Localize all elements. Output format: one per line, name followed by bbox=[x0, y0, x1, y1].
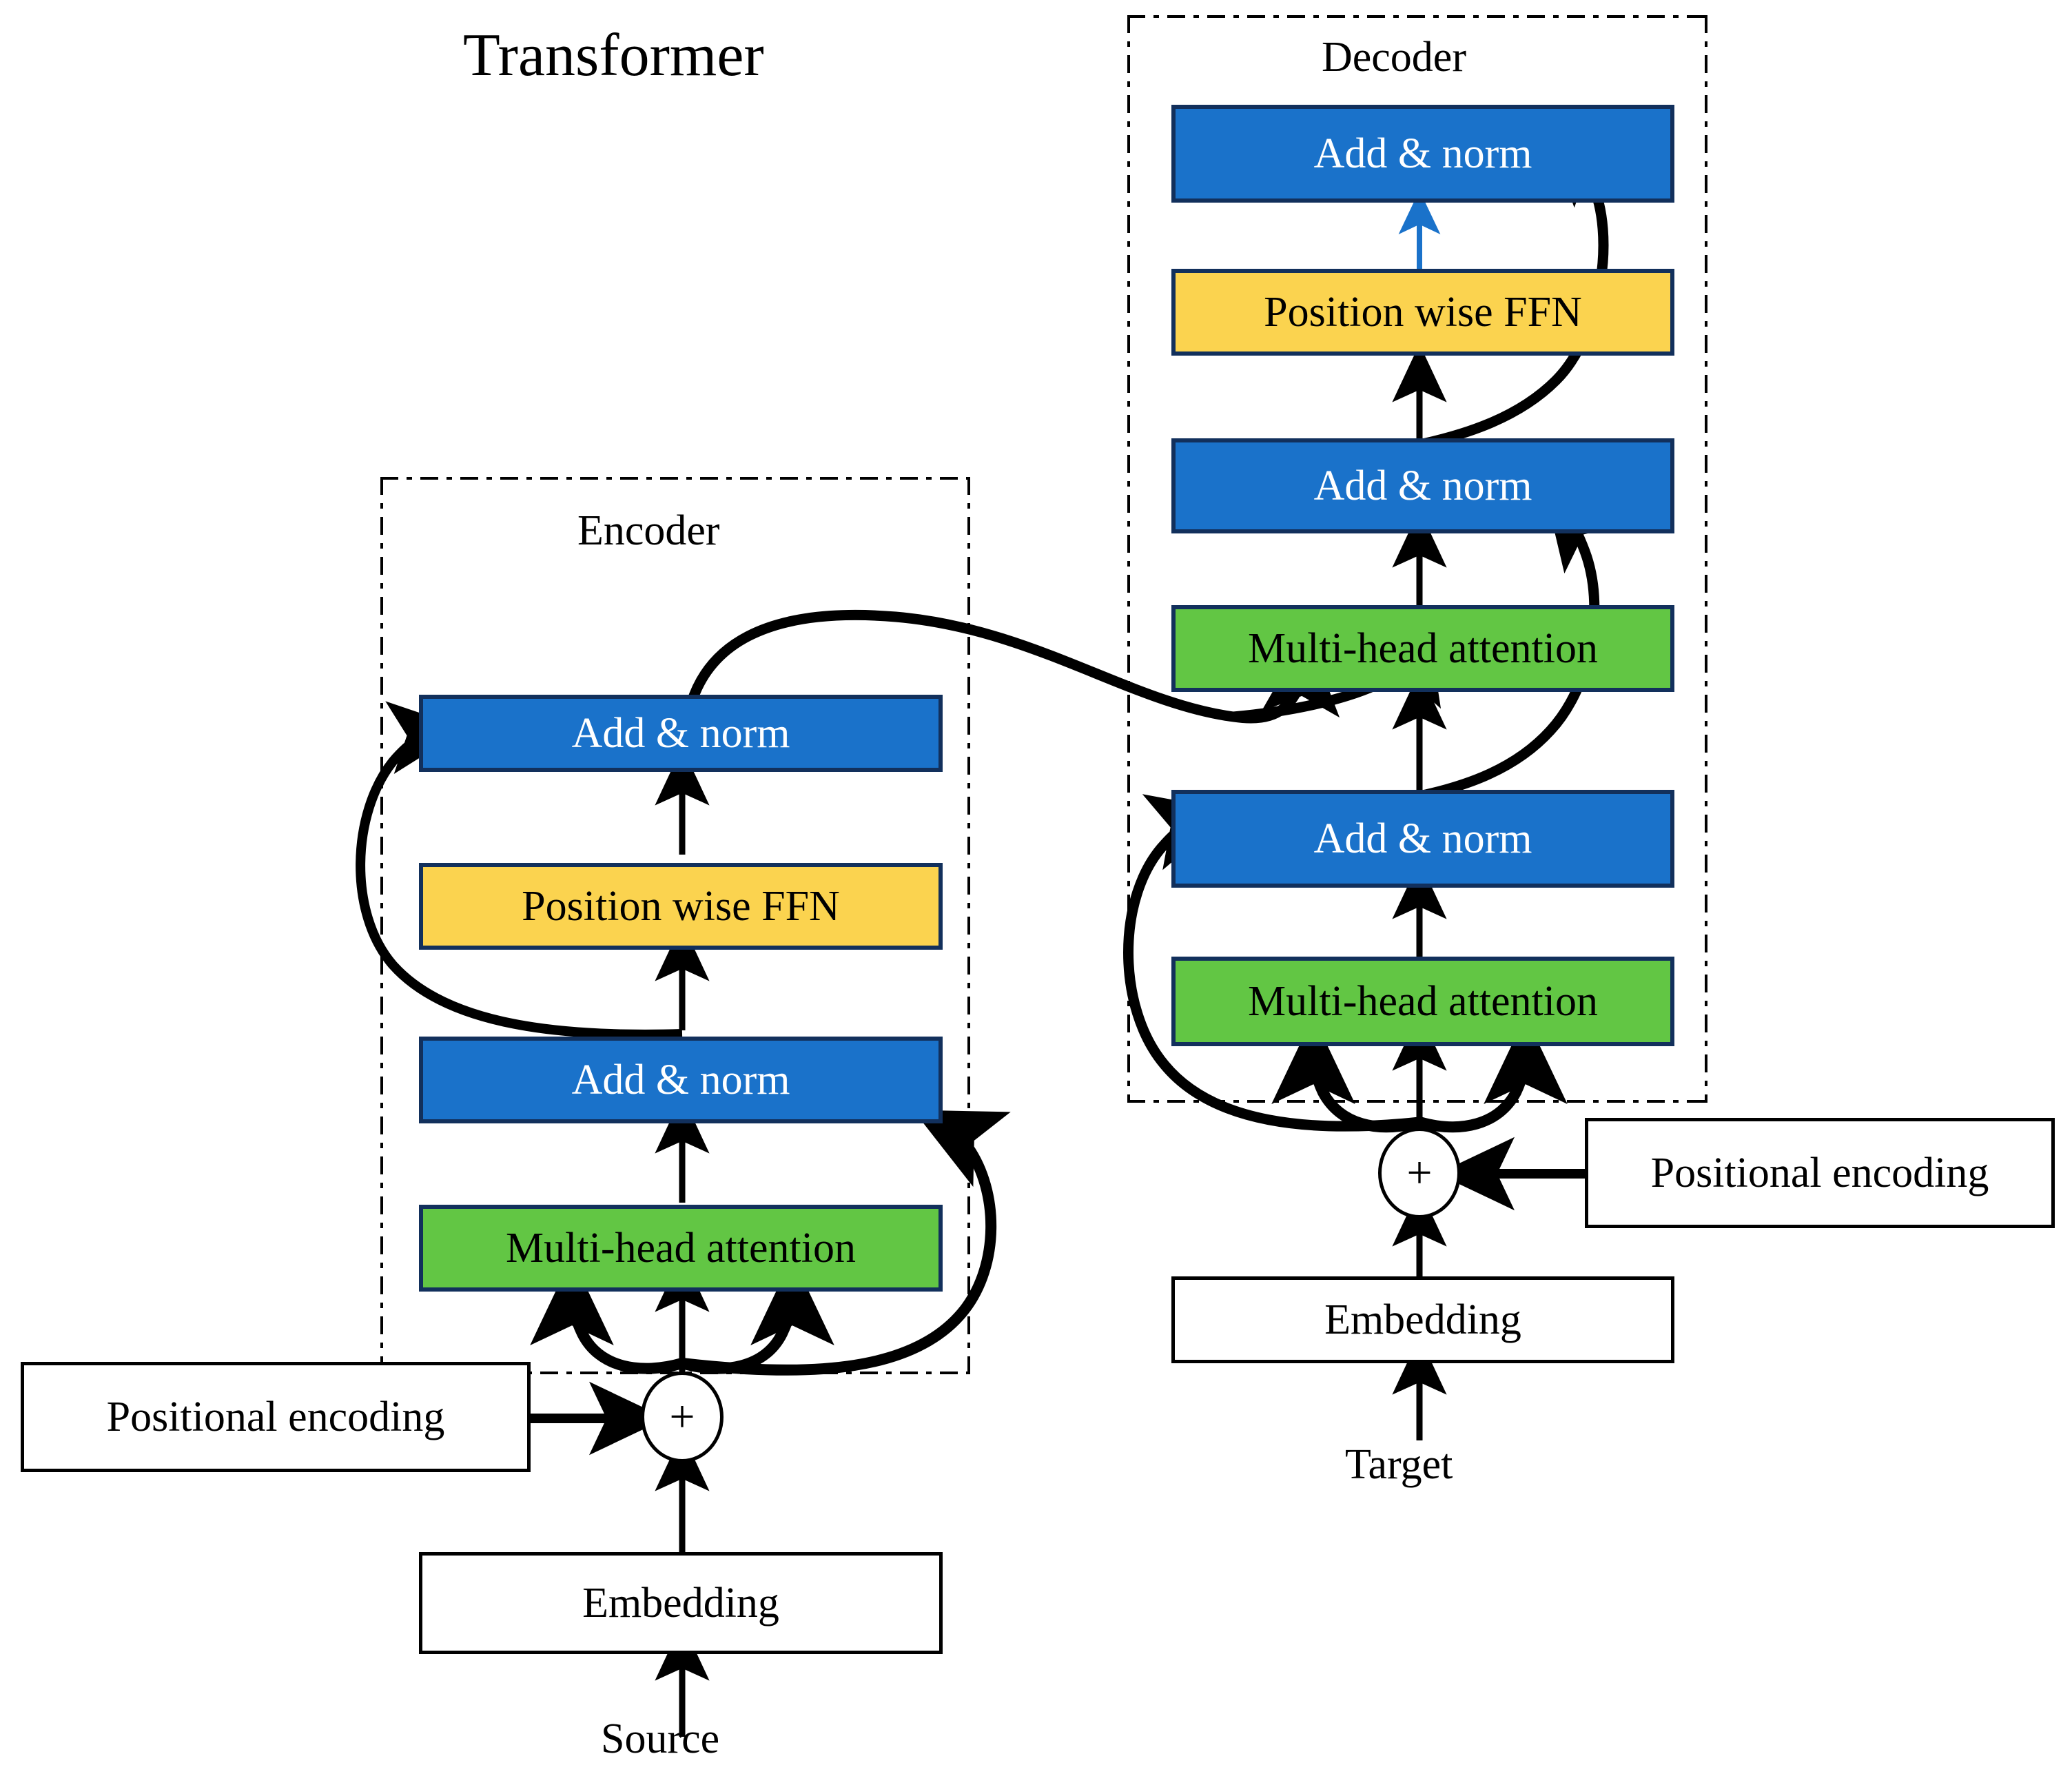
encoder-sum-symbol: + bbox=[669, 1391, 695, 1442]
encoder-position-wise-ffn[interactable]: Position wise FFN bbox=[419, 863, 943, 950]
decoder-multi-head-attention-self[interactable]: Multi-head attention bbox=[1171, 957, 1674, 1046]
encoder-add-norm-top-label: Add & norm bbox=[571, 710, 790, 757]
encoder-add-norm-top[interactable]: Add & norm bbox=[419, 695, 943, 772]
decoder-sum-node[interactable]: + bbox=[1378, 1128, 1461, 1219]
encoder-mha-label: Multi-head attention bbox=[506, 1225, 856, 1272]
decoder-mha-cross-label: Multi-head attention bbox=[1248, 625, 1598, 672]
page-title: Transformer bbox=[463, 22, 764, 89]
encoder-group-label: Encoder bbox=[577, 507, 720, 554]
decoder-add-norm-bottom-label: Add & norm bbox=[1313, 815, 1532, 862]
encoder-positional-encoding-label: Positional encoding bbox=[106, 1394, 445, 1440]
decoder-sum-symbol: + bbox=[1406, 1148, 1433, 1198]
encoder-embedding-label: Embedding bbox=[582, 1580, 779, 1627]
decoder-ffn-label: Position wise FFN bbox=[1264, 289, 1582, 336]
decoder-add-norm-top[interactable]: Add & norm bbox=[1171, 105, 1674, 203]
encoder-add-norm-bottom-label: Add & norm bbox=[571, 1057, 790, 1103]
encoder-input-label: Source bbox=[601, 1715, 720, 1762]
encoder-positional-encoding[interactable]: Positional encoding bbox=[21, 1362, 531, 1472]
decoder-mha-self-label: Multi-head attention bbox=[1248, 978, 1598, 1025]
decoder-embedding-label: Embedding bbox=[1324, 1296, 1521, 1343]
decoder-embedding[interactable]: Embedding bbox=[1171, 1276, 1674, 1363]
encoder-add-norm-bottom[interactable]: Add & norm bbox=[419, 1037, 943, 1123]
decoder-add-norm-bottom[interactable]: Add & norm bbox=[1171, 790, 1674, 888]
decoder-add-norm-middle-label: Add & norm bbox=[1313, 462, 1532, 509]
decoder-position-wise-ffn[interactable]: Position wise FFN bbox=[1171, 269, 1674, 356]
decoder-add-norm-middle[interactable]: Add & norm bbox=[1171, 438, 1674, 533]
decoder-add-norm-top-label: Add & norm bbox=[1313, 130, 1532, 177]
decoder-positional-encoding[interactable]: Positional encoding bbox=[1585, 1118, 2055, 1228]
decoder-input-label: Target bbox=[1345, 1441, 1453, 1488]
decoder-multi-head-attention-cross[interactable]: Multi-head attention bbox=[1171, 605, 1674, 692]
encoder-ffn-label: Position wise FFN bbox=[522, 883, 840, 930]
encoder-multi-head-attention[interactable]: Multi-head attention bbox=[419, 1205, 943, 1292]
encoder-embedding[interactable]: Embedding bbox=[419, 1552, 943, 1654]
decoder-group-label: Decoder bbox=[1322, 34, 1466, 81]
decoder-positional-encoding-label: Positional encoding bbox=[1650, 1150, 1989, 1196]
encoder-sum-node[interactable]: + bbox=[641, 1372, 724, 1462]
